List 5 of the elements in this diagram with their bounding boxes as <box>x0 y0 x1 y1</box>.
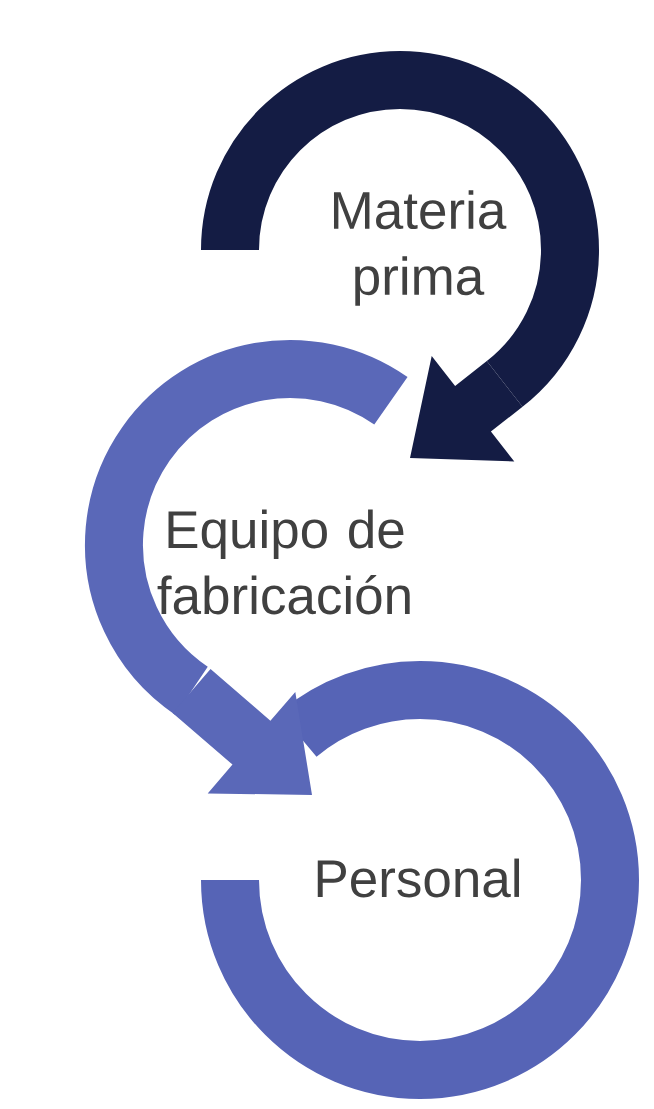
arrow <box>410 355 523 462</box>
step-label: Personal <box>317 858 519 898</box>
step-label: Equipo de fabricación <box>157 509 410 615</box>
step-label: Materia prima <box>334 190 507 306</box>
arrow <box>172 669 312 795</box>
